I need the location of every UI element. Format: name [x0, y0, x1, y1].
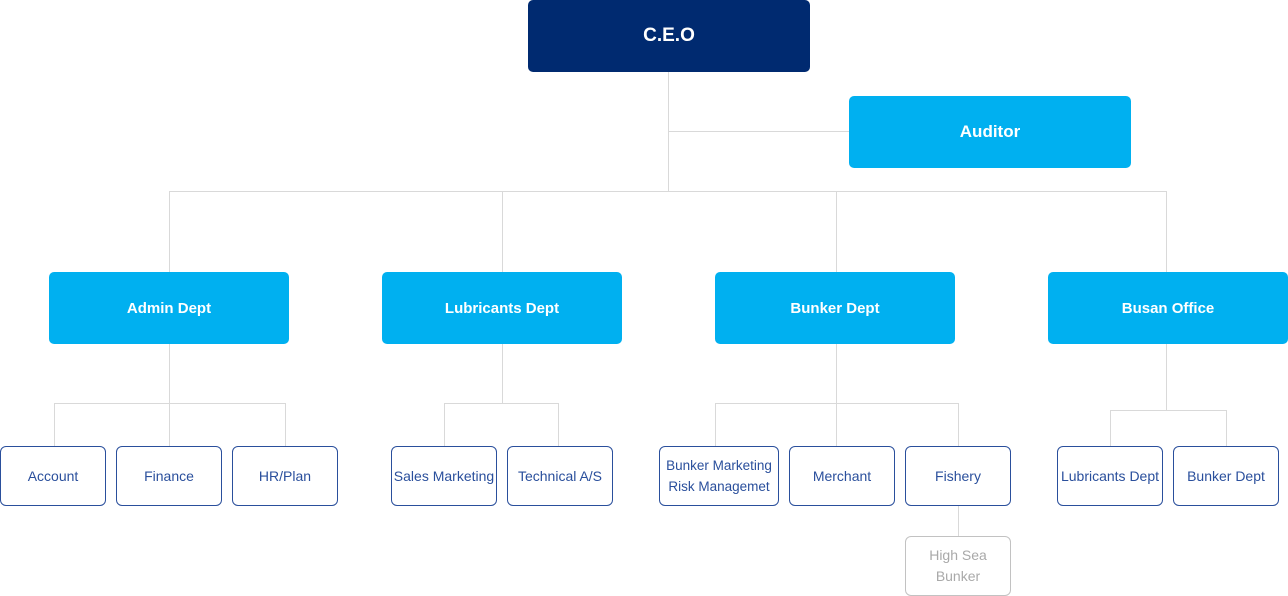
connector-bunker-stem — [836, 344, 837, 446]
connector-hrplan-drop — [285, 403, 286, 446]
unit-sales-marketing: Sales Marketing — [391, 446, 497, 506]
auditor-label: Auditor — [959, 122, 1021, 141]
unit-label: Account — [27, 467, 79, 484]
connector-busan-drop — [1166, 191, 1167, 272]
unit-finance: Finance — [116, 446, 222, 506]
connector-busan-bar — [1110, 410, 1227, 411]
dept-label: Busan Office — [1121, 299, 1215, 317]
unit-label: Fishery — [935, 467, 981, 484]
connector-bunker-bar — [715, 403, 959, 404]
connector-busan-bunker-drop — [1226, 410, 1227, 446]
connector-busan-lub-drop — [1110, 410, 1111, 446]
unit-label: Bunker Dept — [1187, 467, 1265, 484]
auditor-box: Auditor — [849, 96, 1131, 168]
unit-technical-as: Technical A/S — [507, 446, 613, 506]
connector-dept-bar — [169, 191, 1167, 192]
connector-sales-drop — [444, 403, 445, 446]
unit-high-sea-bunker: High Sea Bunker — [905, 536, 1011, 596]
dept-busan-office: Busan Office — [1048, 272, 1288, 344]
unit-account: Account — [0, 446, 106, 506]
connector-busan-stem — [1166, 344, 1167, 410]
unit-label: High Sea Bunker — [929, 547, 987, 584]
unit-hr-plan: HR/Plan — [232, 446, 338, 506]
unit-bunker-marketing: Bunker Marketing Risk Managemet — [659, 446, 779, 506]
connector-bunkermkt-drop — [715, 403, 716, 446]
unit-label: Finance — [144, 467, 194, 484]
unit-merchant: Merchant — [789, 446, 895, 506]
connector-account-drop — [54, 403, 55, 446]
connector-lubricants-stem — [502, 344, 503, 404]
unit-label: Sales Marketing — [393, 467, 495, 484]
dept-admin: Admin Dept — [49, 272, 289, 344]
connector-admin-stem — [169, 344, 170, 404]
connector-lubricants-drop — [502, 191, 503, 272]
connector-fishery-drop — [958, 403, 959, 446]
dept-label: Bunker Dept — [790, 299, 880, 317]
unit-busan-bunker: Bunker Dept — [1173, 446, 1279, 506]
unit-busan-lubricants: Lubricants Dept — [1057, 446, 1163, 506]
unit-label: Lubricants Dept — [1060, 467, 1160, 484]
connector-finance-drop — [169, 403, 170, 446]
connector-admin-bar — [54, 403, 286, 404]
connector-technical-drop — [558, 403, 559, 446]
connector-highsea-drop — [958, 506, 959, 536]
connector-admin-drop — [169, 191, 170, 272]
ceo-box: C.E.O — [528, 0, 810, 72]
connector-lubricants-bar — [444, 403, 559, 404]
ceo-label: C.E.O — [643, 25, 695, 46]
dept-label: Lubricants Dept — [444, 299, 560, 317]
unit-label: Merchant — [812, 467, 872, 484]
dept-lubricants: Lubricants Dept — [382, 272, 622, 344]
dept-bunker: Bunker Dept — [715, 272, 955, 344]
unit-label: Technical A/S — [517, 467, 603, 484]
dept-label: Admin Dept — [126, 299, 212, 317]
unit-label: HR/Plan — [258, 467, 312, 484]
unit-fishery: Fishery — [905, 446, 1011, 506]
connector-bunker-drop — [836, 191, 837, 272]
connector-auditor — [668, 131, 849, 132]
unit-label: Bunker Marketing Risk Managemet — [666, 458, 772, 494]
